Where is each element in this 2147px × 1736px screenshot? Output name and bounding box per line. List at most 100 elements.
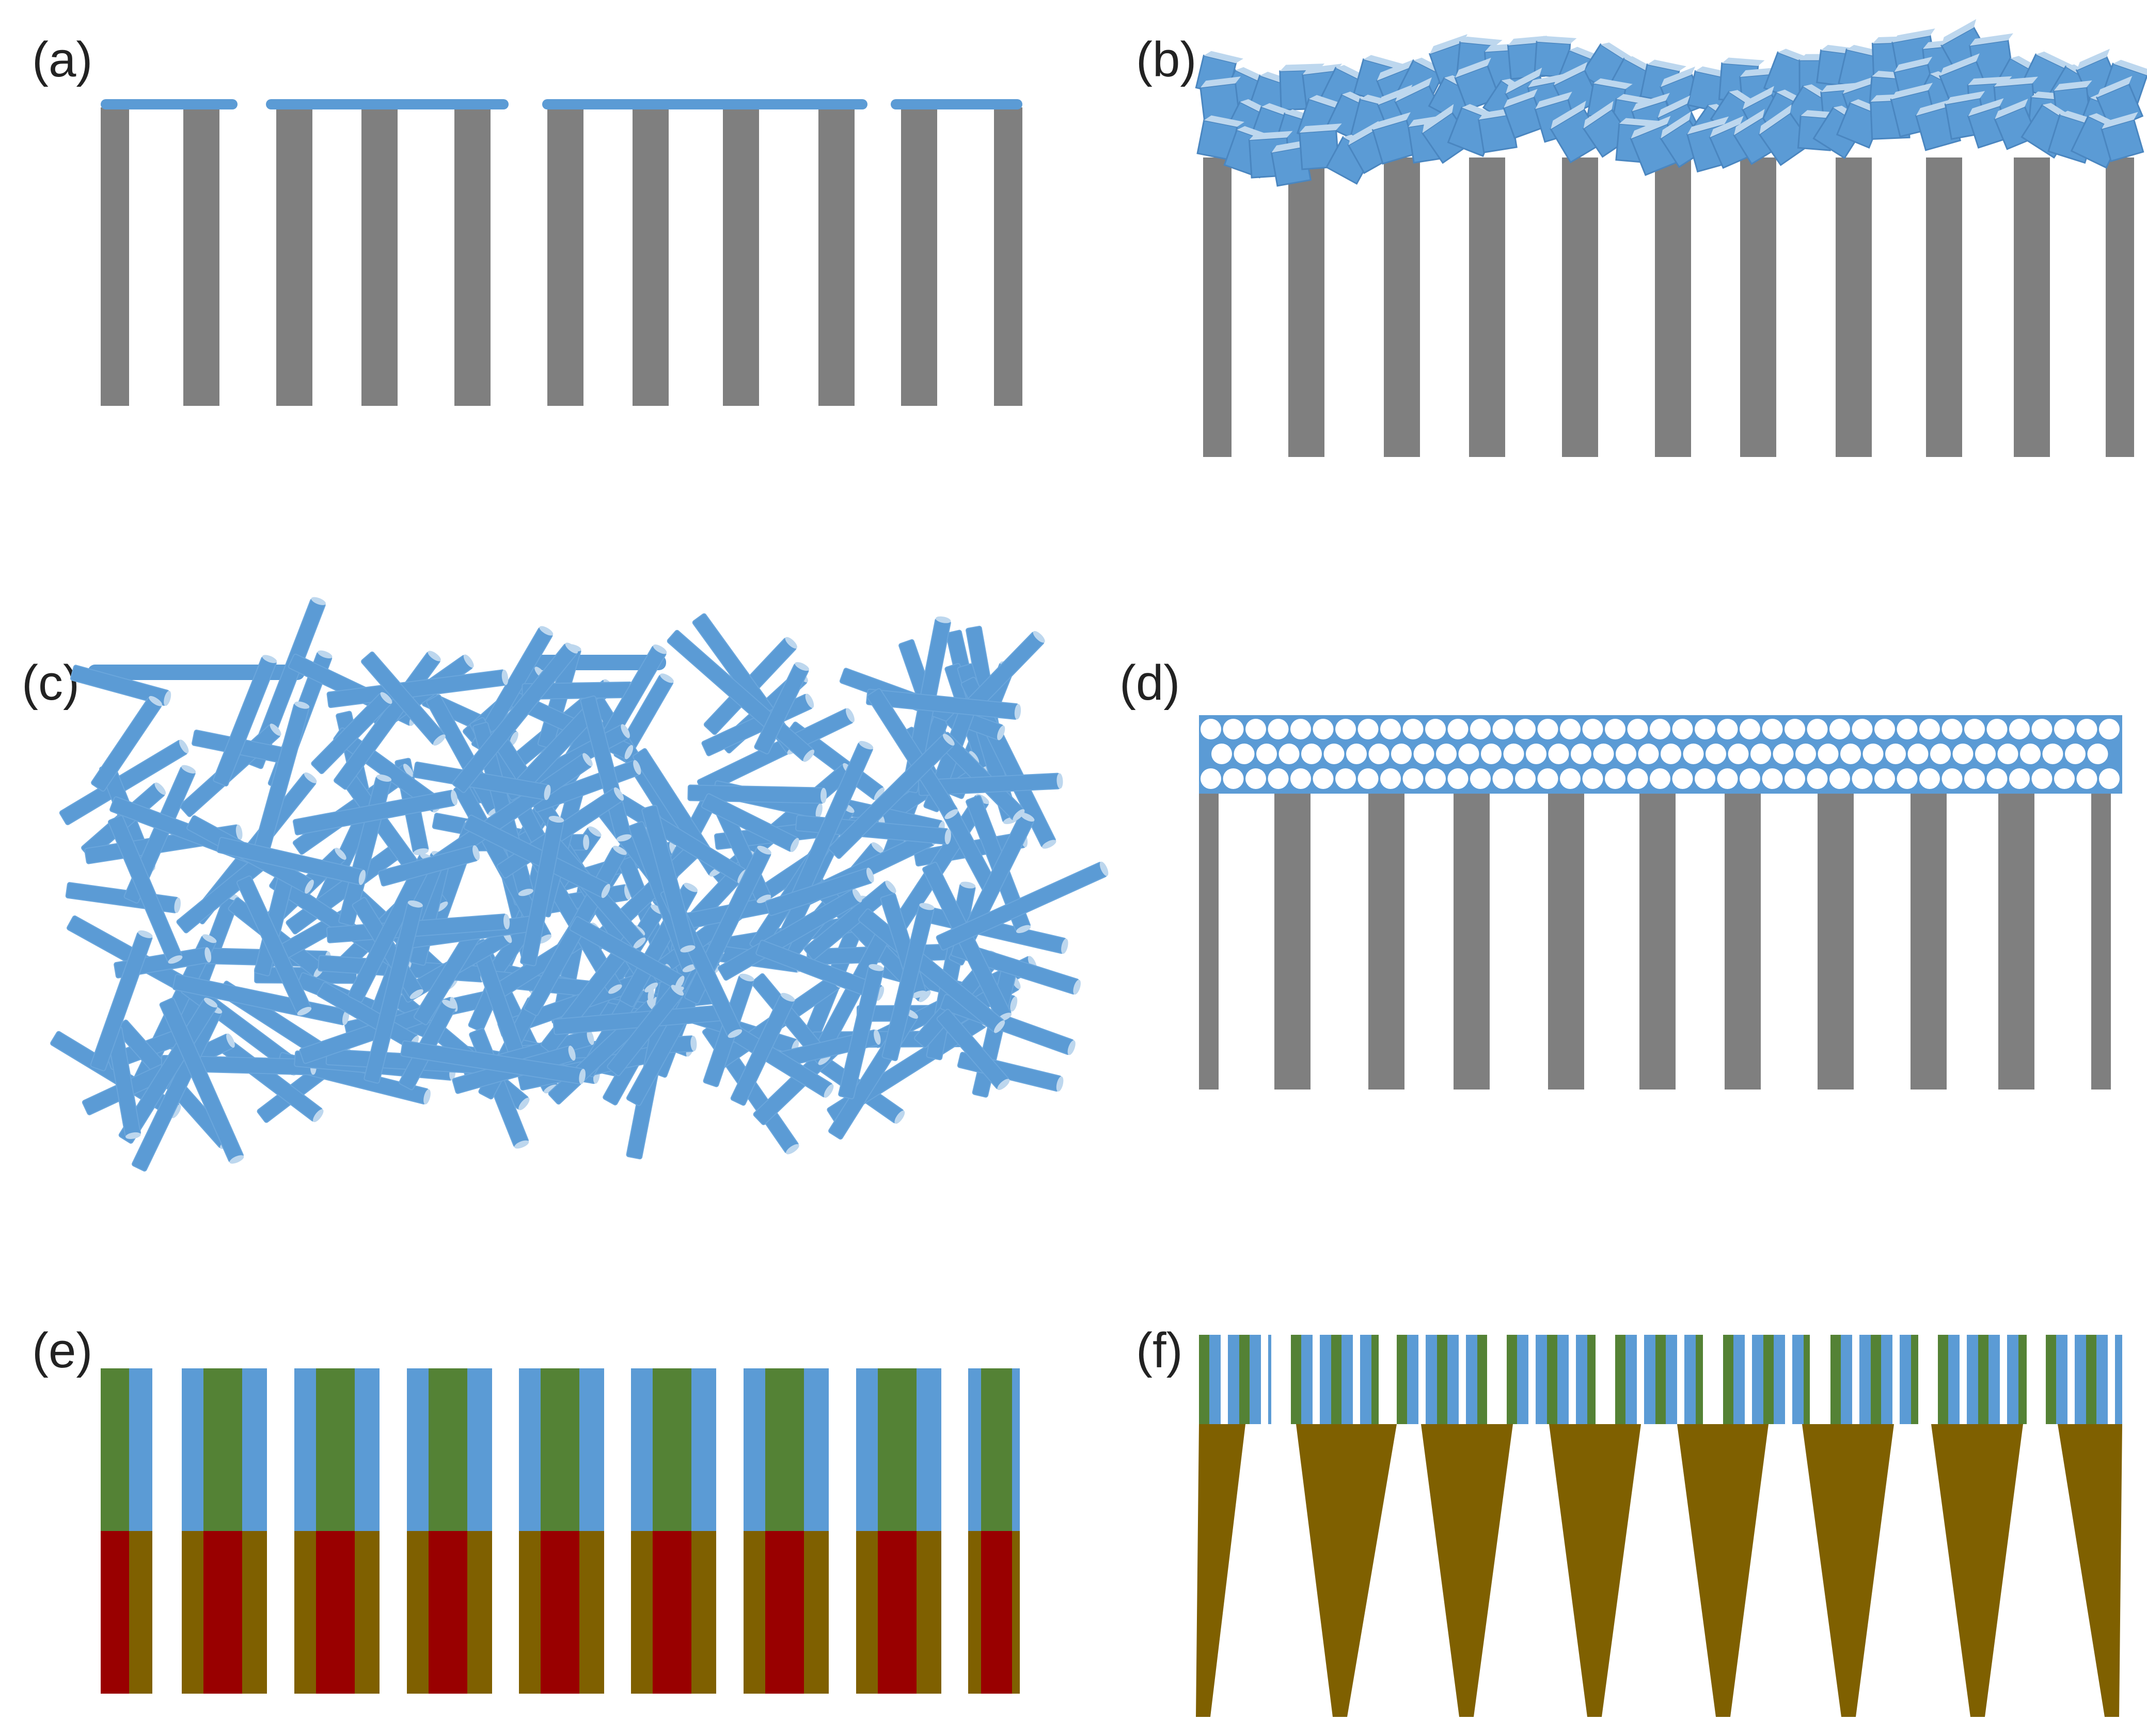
stripe [1615,1335,1625,1424]
panel-label-a: (a) [32,32,92,87]
rod-end [1073,980,1081,995]
rod [641,804,696,953]
rod-end [1061,938,1068,954]
rod [866,688,958,819]
cube-top-face [1535,91,1572,109]
panel-label-f: (f) [1136,1323,1183,1378]
rod [463,814,610,898]
pore-circle [1402,768,1424,789]
stripe [1199,1335,1209,1424]
rod-end [579,1068,586,1084]
cube-top-face [1994,76,2038,87]
pore-circle [1897,719,1918,739]
pore-circle [1852,719,1873,739]
pore-circle [1852,768,1873,789]
rod-end [311,597,326,605]
rod-end [919,990,931,1002]
panel-f-conical-pore-membrane [1196,1335,2122,1717]
pore-wall [1384,157,1420,457]
rod-end [203,998,218,1008]
tube-core-top [203,1368,242,1531]
cube-top-face [2096,75,2133,98]
pore-circle [1537,768,1558,789]
stripe [1852,1335,1859,1424]
stripe [1841,1335,1852,1424]
pore-circle [1346,744,1367,764]
rod-end [587,1030,594,1045]
stripe [1466,1335,1477,1424]
pore-circle [1952,744,1974,764]
pore-wall [1203,157,1232,457]
rod [364,900,423,1084]
pore-wall [276,107,312,406]
cube-top-face [1941,19,1977,46]
pore-wall [361,107,398,406]
pore-circle [1907,744,1929,764]
rod-end [544,1084,558,1094]
rod [70,665,171,706]
pore-circle [1997,744,2018,764]
stripe [1677,1335,1684,1424]
pore-circle [1593,744,1614,764]
cube-top-face [1945,91,1985,105]
pore-wall [2091,793,2111,1090]
pore-circle [1818,744,1839,764]
pore-wall [2106,157,2134,457]
rod-end [824,1084,834,1098]
nanotube [101,1368,152,1694]
thin-film-segment [891,99,1022,109]
pore-circle [1862,744,1884,764]
stripe [1625,1335,1637,1424]
rod-end [1016,925,1031,934]
rod [918,772,1063,796]
stripe [2018,1335,2027,1424]
rod-end [805,693,814,708]
rod-end [472,845,480,861]
stripe [1948,1335,1960,1424]
rod-end [815,803,823,819]
rod [236,875,312,1016]
pore-circle [1256,744,1277,764]
pore-circle [1650,768,1670,789]
rod-end [885,880,896,893]
pore-circle [1874,768,1895,789]
rod [413,761,551,800]
rod [687,784,827,804]
rod-end [869,964,884,971]
conical-pore-wall [1931,1424,2023,1717]
pore-wall [1998,793,2034,1090]
stripe [1684,1335,1696,1424]
pore-circle [1672,768,1693,789]
cube-face [2101,118,2144,162]
rod-end [433,734,446,746]
pore-circle [1683,744,1704,764]
cube-top-face [2076,49,2110,70]
stripe [1988,1335,2000,1424]
rod-end [757,845,771,855]
pore-circle [1447,768,1469,789]
stripe [1587,1335,1596,1424]
rod [881,903,935,1061]
rod-end [463,654,474,668]
pore-wall [454,107,491,406]
pore-wall [101,107,129,406]
rod [326,669,509,708]
pore-circle [1425,768,1446,789]
rod-end [582,753,593,767]
rod-end [601,883,610,898]
stripe [1360,1335,1371,1424]
cube-top-face [1995,99,2028,119]
pore-circle [1829,768,1850,789]
tube-core-bottom [101,1531,129,1694]
pore-circle [1357,719,1379,739]
stripe [1900,1335,1911,1424]
pore-wall [1639,793,1676,1090]
pore-circle [1807,719,1828,739]
cube-top-face [1378,84,1413,105]
stripe [1830,1335,1841,1424]
rod-end [660,673,674,683]
rod-end [149,696,163,706]
stripe [2096,1335,2108,1424]
rod-end [181,765,196,774]
